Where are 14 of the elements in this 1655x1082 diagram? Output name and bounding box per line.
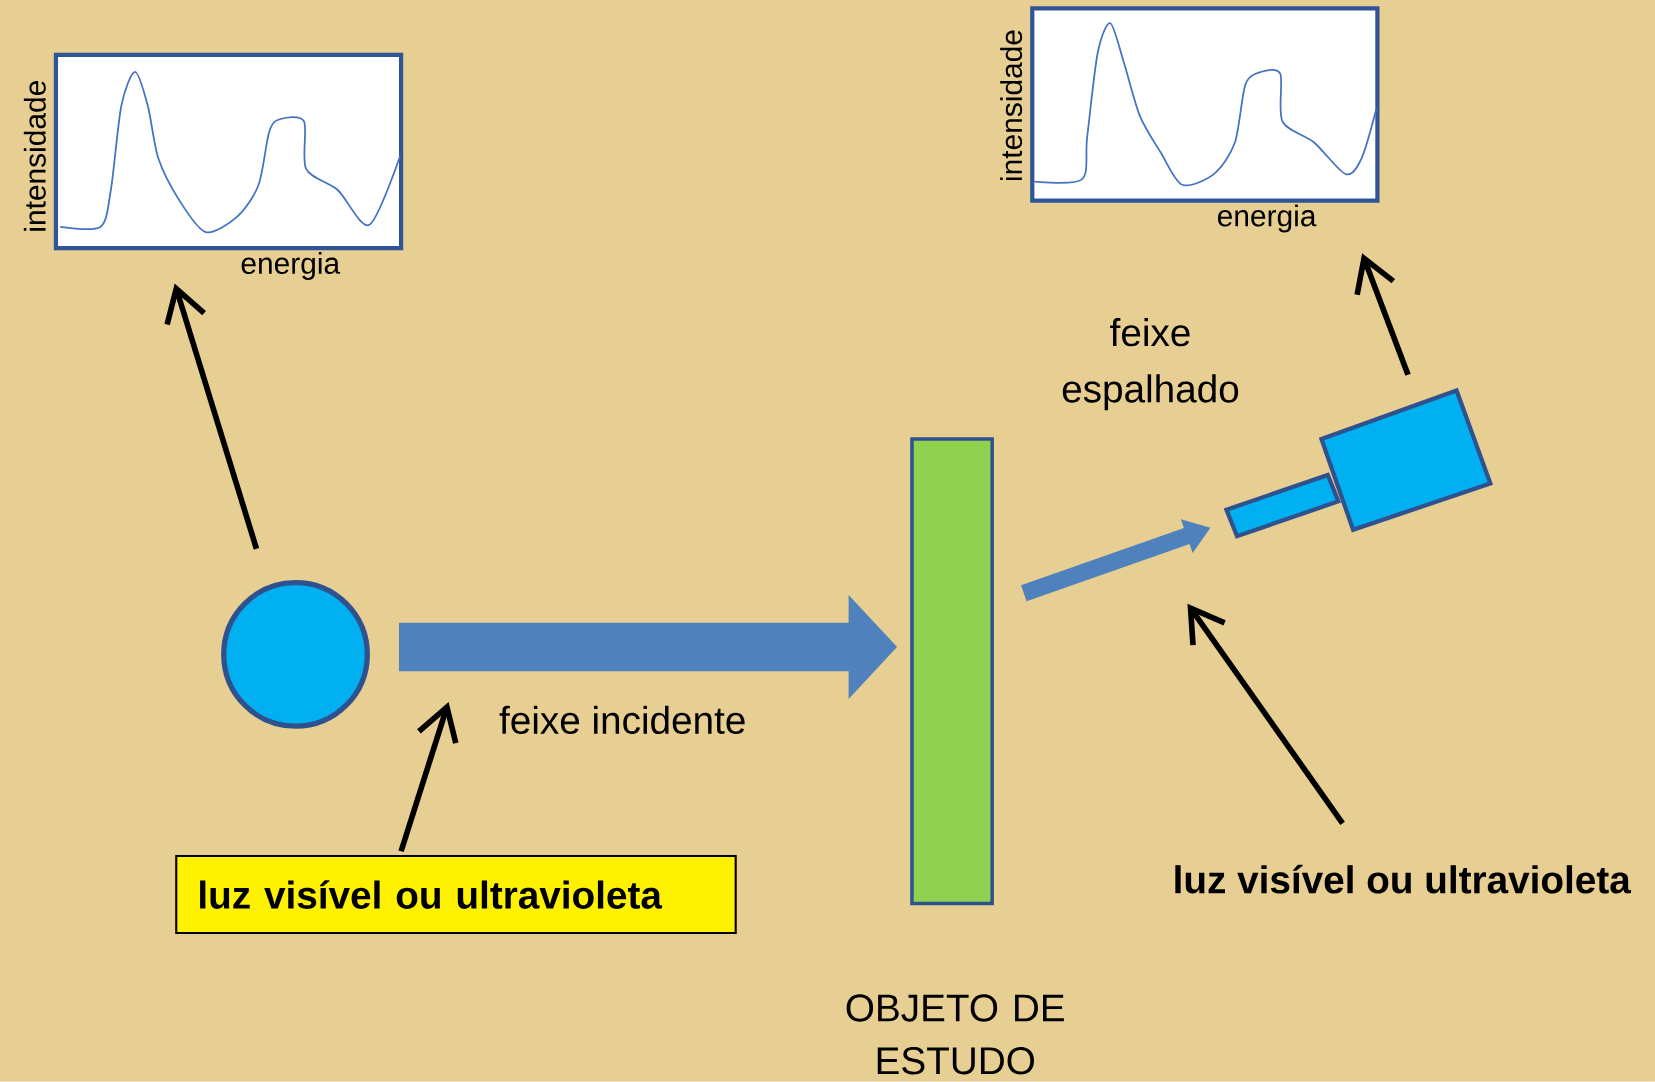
axis-label: intensidade	[23, 81, 46, 231]
object-label: OBJETO DE ESTUDO	[846, 994, 1064, 1075]
note-text: luz visível ou ultravioleta	[1175, 864, 1631, 894]
source-circle	[221, 580, 370, 729]
arrow	[1354, 253, 1411, 376]
axis-label: energia	[1218, 204, 1317, 233]
edge-label: feixe espalhado	[1062, 318, 1239, 411]
arrow	[164, 283, 260, 550]
arrow	[398, 701, 459, 853]
axis-label: intensidade	[1000, 30, 1023, 181]
arrow	[1187, 603, 1345, 825]
axis-label: energia	[241, 252, 341, 280]
edge-label: feixe incidente	[499, 705, 745, 735]
label-box: luz visível ou ultravioleta	[175, 855, 737, 935]
